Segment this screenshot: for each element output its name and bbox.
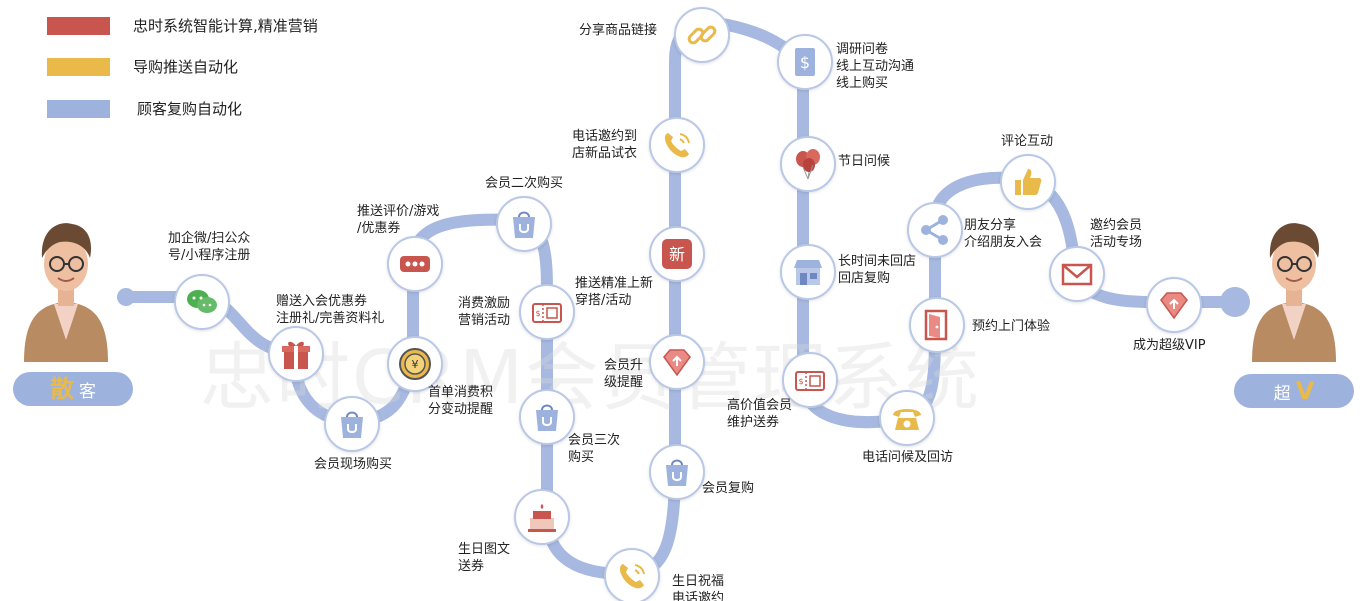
end-badge: 超 V bbox=[1234, 374, 1354, 408]
svg-text:$: $ bbox=[800, 53, 810, 72]
node-label: 会员二次购买 bbox=[485, 176, 564, 191]
node-label: 生日图文送券 bbox=[458, 542, 511, 574]
coupon-icon: $ bbox=[532, 303, 562, 323]
node-second-buy bbox=[496, 196, 552, 252]
gift-icon bbox=[282, 341, 310, 369]
diamond-icon bbox=[663, 349, 691, 377]
wechat-icon bbox=[187, 290, 217, 313]
path-start-dot bbox=[117, 288, 135, 306]
node-share-link bbox=[674, 7, 730, 63]
node-label: 加企微/扫公众号/小程序注册 bbox=[168, 231, 251, 263]
node-label: 推送精准上新穿搭/活动 bbox=[575, 276, 654, 308]
node-label: 评论互动 bbox=[1001, 134, 1054, 149]
svg-text:$: $ bbox=[798, 377, 803, 386]
node-label: 邀约会员活动专场 bbox=[1090, 218, 1143, 250]
node-upgrade bbox=[649, 334, 705, 390]
shopping-bag-icon bbox=[536, 404, 558, 431]
dollar-doc-icon: $ bbox=[795, 48, 815, 76]
path-end-dot bbox=[1220, 287, 1250, 317]
thumbs-up-icon bbox=[1015, 169, 1042, 195]
node-points: ¥ bbox=[387, 336, 443, 392]
node-store-buy bbox=[324, 396, 380, 452]
node-comment bbox=[1000, 154, 1056, 210]
end-badge-main: V bbox=[1295, 377, 1315, 405]
node-label: 预约上门体验 bbox=[972, 319, 1051, 334]
node-label: 推送评价/游戏/优惠券 bbox=[357, 204, 440, 236]
shopping-bag-icon bbox=[341, 411, 363, 438]
node-holiday bbox=[780, 136, 836, 192]
node-invite-event bbox=[1049, 246, 1105, 302]
node-gift bbox=[268, 326, 324, 382]
legend-text: 顾客复购自动化 bbox=[137, 100, 243, 118]
legend-text: 导购推送自动化 bbox=[133, 58, 239, 76]
svg-text:新: 新 bbox=[669, 245, 685, 264]
node-label: 会员现场购买 bbox=[314, 457, 393, 472]
node-wechat bbox=[174, 274, 230, 330]
new-badge-icon: 新 bbox=[662, 239, 692, 269]
node-label: 赠送入会优惠券注册礼/完善资料礼 bbox=[276, 294, 385, 326]
cake-icon bbox=[528, 504, 556, 532]
node-label: 成为超级VIP bbox=[1133, 338, 1206, 353]
node-call-visit bbox=[879, 390, 935, 446]
node-new-style: 新 bbox=[649, 226, 705, 282]
node-review bbox=[387, 236, 443, 292]
node-label: 朋友分享介绍朋友入会 bbox=[964, 218, 1043, 250]
node-label: 长时间未回店回店复购 bbox=[838, 254, 917, 286]
phone-icon bbox=[619, 564, 645, 589]
svg-text:¥: ¥ bbox=[412, 358, 419, 371]
start-badge: 散 客 bbox=[13, 372, 133, 406]
node-vip-gift: $ bbox=[782, 352, 838, 408]
svg-text:$: $ bbox=[535, 309, 540, 318]
diamond-icon bbox=[1160, 292, 1188, 320]
node-label: 分享商品链接 bbox=[579, 23, 658, 38]
node-incentive: $ bbox=[519, 284, 575, 340]
customer-avatar-right bbox=[1252, 223, 1336, 362]
door-icon bbox=[924, 309, 948, 341]
node-return-store bbox=[780, 244, 836, 300]
node-door-visit bbox=[909, 297, 965, 353]
start-badge-sub: 客 bbox=[79, 382, 97, 402]
node-birthday-call bbox=[604, 548, 660, 601]
path-line bbox=[120, 17, 1241, 581]
telephone-icon bbox=[893, 409, 921, 430]
yen-coin-icon: ¥ bbox=[399, 348, 431, 380]
chat-dots-icon bbox=[400, 256, 430, 272]
node-label: 会员复购 bbox=[702, 481, 755, 496]
balloons-icon bbox=[796, 149, 820, 180]
node-label: 首单消费积分变动提醒 bbox=[428, 385, 494, 417]
node-label: 高价值会员维护送券 bbox=[727, 398, 793, 430]
node-repurchase bbox=[649, 444, 705, 500]
shopping-bag-icon bbox=[666, 459, 688, 486]
node-invite-try bbox=[649, 117, 705, 173]
legend-swatch bbox=[47, 100, 110, 118]
node-label: 会员升级提醒 bbox=[604, 358, 644, 390]
shopping-bag-icon bbox=[513, 211, 535, 238]
envelope-icon bbox=[1061, 263, 1093, 286]
node-survey: $ bbox=[777, 34, 833, 90]
node-label: 电话问候及回访 bbox=[862, 450, 954, 465]
legend-swatch bbox=[47, 58, 110, 76]
node-label: 生日祝福电话邀约 bbox=[672, 574, 725, 601]
node-super-vip bbox=[1146, 277, 1202, 333]
node-label: 消费激励营销活动 bbox=[458, 296, 511, 328]
node-label: 调研问卷线上互动沟通线上购买 bbox=[836, 42, 915, 91]
store-icon bbox=[794, 260, 822, 285]
legend-text: 忠时系统智能计算,精准营销 bbox=[133, 17, 318, 35]
node-label: 会员三次购买 bbox=[568, 433, 621, 465]
start-badge-main: 散 bbox=[49, 375, 74, 403]
coupon-icon: $ bbox=[795, 371, 825, 391]
end-badge-sub: 超 bbox=[1273, 384, 1291, 404]
legend-swatch bbox=[47, 17, 110, 35]
node-birthday-coupon bbox=[514, 489, 570, 545]
node-friend-share bbox=[907, 202, 963, 258]
customer-avatar-left bbox=[24, 223, 108, 362]
phone-icon bbox=[664, 133, 690, 158]
share-icon bbox=[921, 215, 948, 245]
node-label: 节日问候 bbox=[838, 154, 891, 169]
node-label: 电话邀约到店新品试衣 bbox=[572, 129, 638, 161]
node-third-buy bbox=[519, 389, 575, 445]
link-icon bbox=[687, 25, 717, 45]
